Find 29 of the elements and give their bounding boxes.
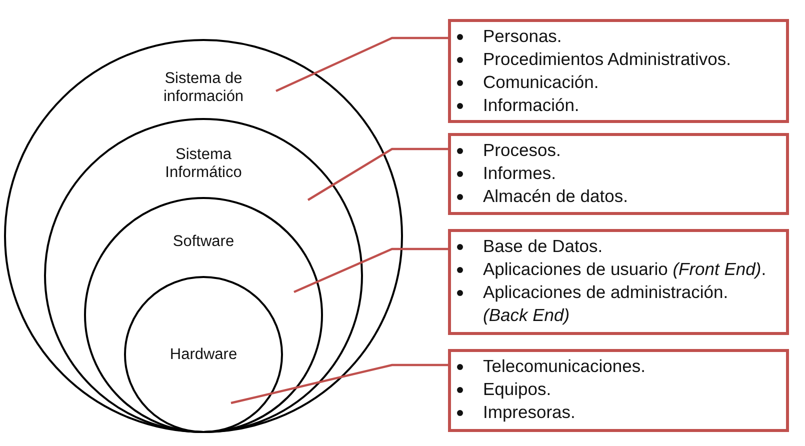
bullet-list-panel [448,229,789,335]
circle-label: Hardware [168,346,238,364]
bullet-list-panel [448,349,789,432]
nested-circle [44,118,363,433]
circle-label: Sistema de información [162,70,245,106]
circle-label: Software [172,233,236,251]
nested-circle [124,276,283,433]
leader-line [230,364,448,404]
list-item: Equipos. [483,378,552,401]
list-item: Procedimientos Administrativos. [483,48,732,71]
list-item: Comunicación. [483,71,599,94]
leader-line [294,248,448,293]
bullet-list-panel [448,133,789,215]
nested-circle [84,197,323,433]
list-item: Personas. [483,25,562,48]
list-item: Almacén de datos. [483,185,628,208]
list-item: Telecomunicaciones. [483,355,646,378]
list-item: Información. [483,94,580,117]
list-item: Aplicaciones de usuario (Front End). [483,258,766,281]
list-item: Procesos. [483,139,561,162]
list-item: Impresoras. [483,401,576,424]
bullet-list-panel [448,19,789,123]
leader-line [276,36,448,92]
leader-line [307,148,448,201]
list-item: Base de Datos. [483,235,603,258]
list-item: Aplicaciones de administración. (Back End) [483,281,730,327]
nested-circle [4,39,403,433]
circle-label: Sistema Informático [164,146,243,182]
list-item: Informes. [483,162,556,185]
